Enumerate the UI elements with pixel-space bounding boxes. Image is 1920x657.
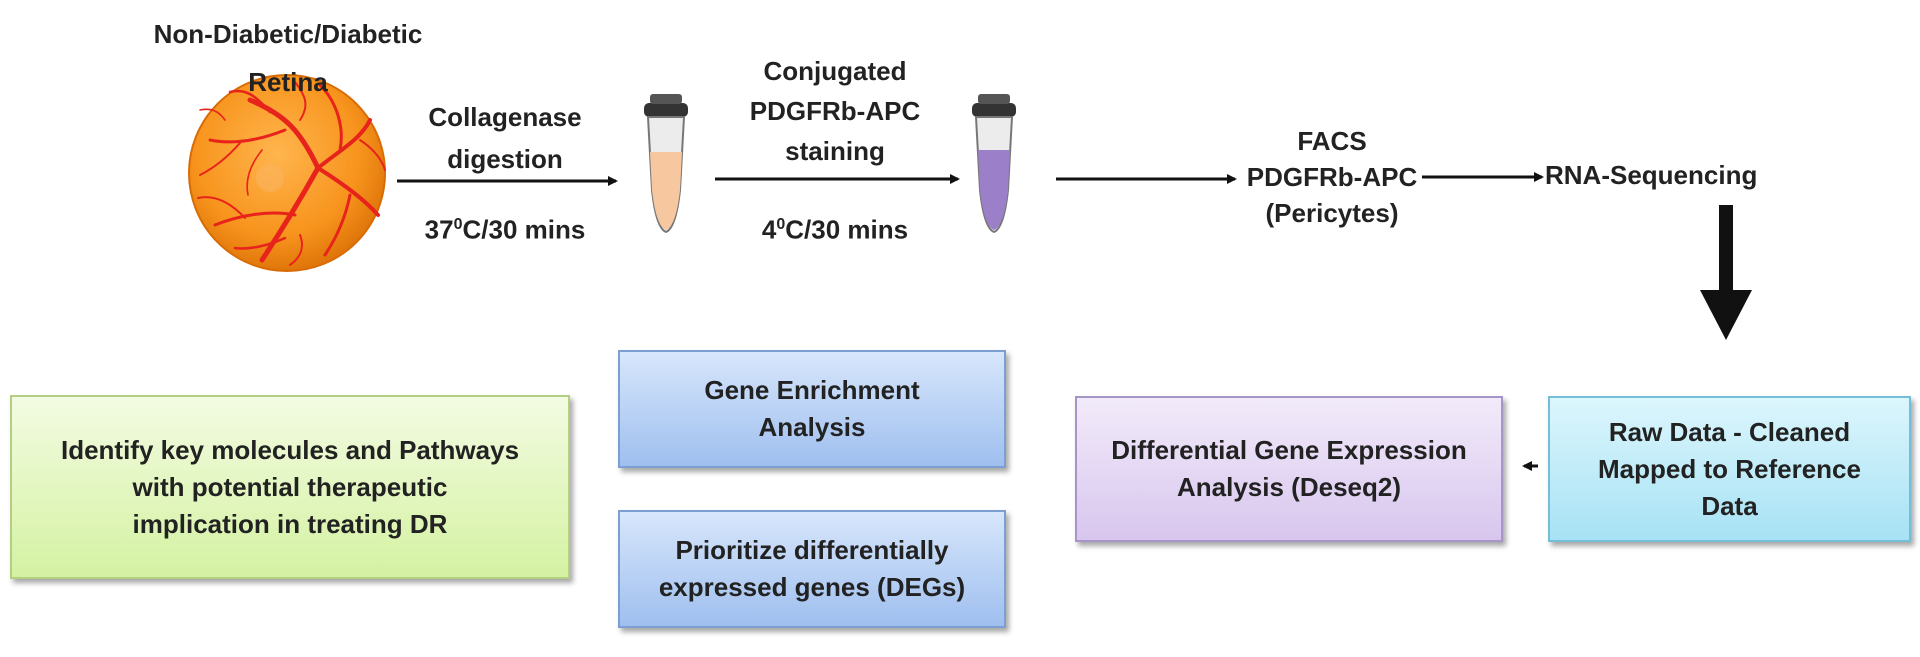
tube-purple-icon: [972, 94, 1016, 234]
gene-enrichment-box: Gene Enrichment Analysis: [618, 350, 1006, 468]
staining-condition: 40C/30 mins: [761, 214, 909, 245]
facs-label: FACS PDGFRb-APC (Pericytes): [1246, 126, 1418, 228]
arrow-rnaseq-to-rawdata: [1700, 205, 1752, 340]
staining-label: Conjugated PDGFRb-APC staining: [749, 56, 921, 166]
collagenase-condition: 370C/30 mins: [424, 214, 586, 245]
collagenase-label: Collagenase digestion: [428, 102, 582, 174]
identify-pathways-box: Identify key molecules and Pathways with…: [10, 395, 570, 579]
retina-illustration: [188, 74, 386, 272]
retina-label: Non-Diabetic/Diabetic Retina: [153, 19, 423, 97]
tube-orange-icon: [644, 94, 688, 234]
rnaseq-label: RNA-Sequencing: [1545, 160, 1758, 190]
prioritize-degs-box: Prioritize differentially expressed gene…: [618, 510, 1006, 628]
raw-data-box: Raw Data - Cleaned Mapped to Reference D…: [1548, 396, 1911, 542]
differential-expression-box: Differential Gene Expression Analysis (D…: [1075, 396, 1503, 542]
